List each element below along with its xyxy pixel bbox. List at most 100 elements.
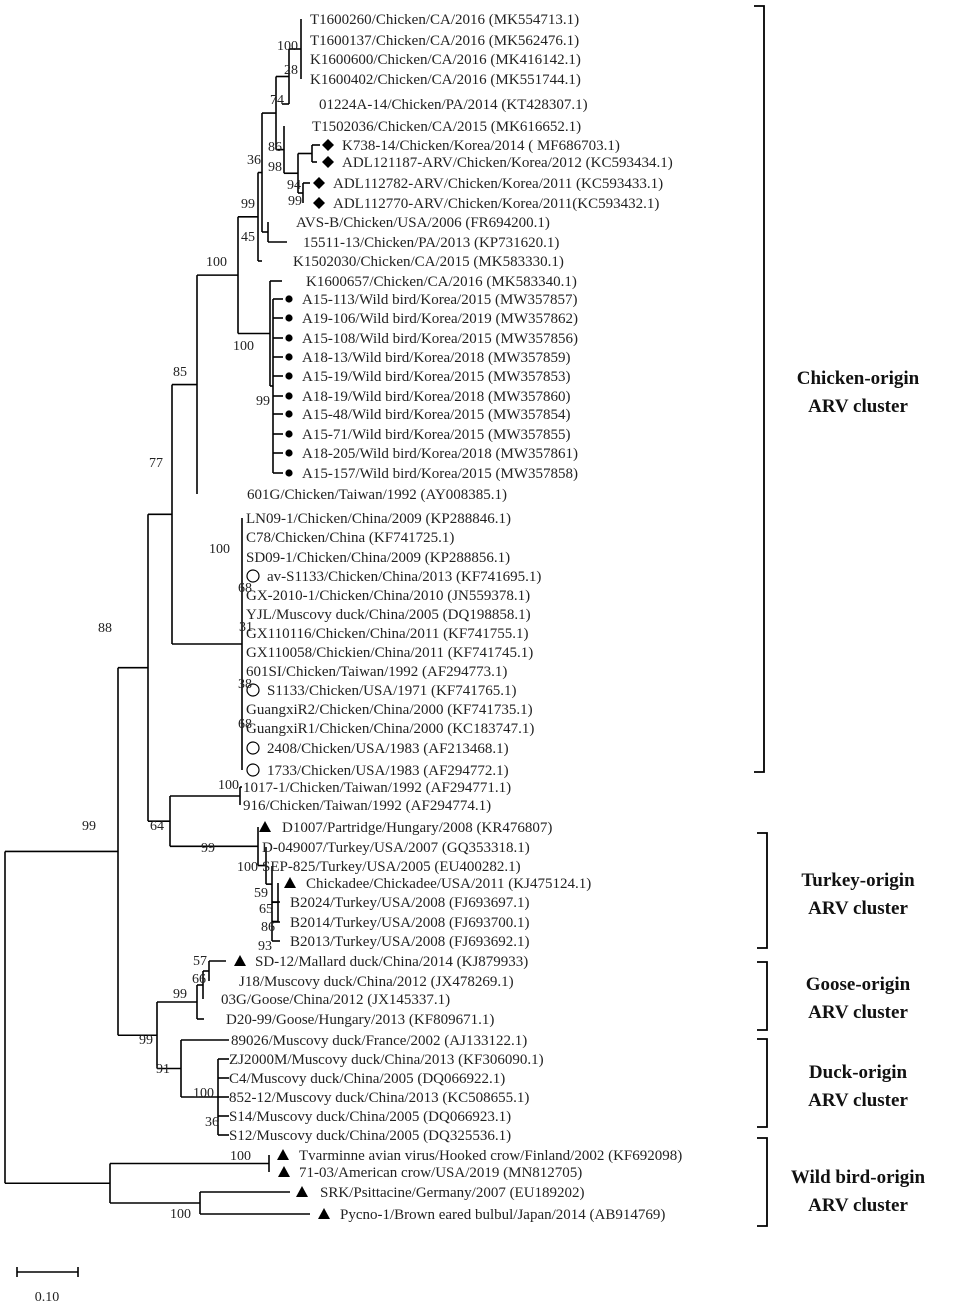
leaf-label: ADL121187-ARV/Chicken/Korea/2012 (KC5934… (342, 155, 673, 171)
cluster-bracket-duck (757, 1038, 768, 1128)
bootstrap-value: 66 (192, 972, 206, 987)
leaf-label: A15-19/Wild bird/Korea/2015 (MW357853) (302, 369, 571, 385)
filled-dot-marker-icon (285, 353, 293, 361)
leaf-label: AVS-B/Chicken/USA/2006 (FR694200.1) (296, 215, 550, 231)
leaf-label: Chickadee/Chickadee/USA/2011 (KJ475124.1… (306, 876, 591, 892)
bootstrap-value: 36 (205, 1115, 219, 1130)
scale-bar-label: 0.10 (35, 1290, 60, 1305)
filled-dot-marker-icon (285, 469, 293, 477)
scale-bar: 0.10 (16, 1267, 79, 1305)
leaf-label: S12/Muscovy duck/China/2005 (DQ325536.1) (229, 1128, 511, 1144)
open-circle-marker-icon (246, 763, 260, 777)
leaf-label: 601SI/Chicken/Taiwan/1992 (AF294773.1) (246, 664, 507, 680)
leaf-label: ADL112770-ARV/Chicken/Korea/2011(KC59343… (333, 196, 659, 212)
bootstrap-labels: 1002874869894993699451001009985771006831… (82, 39, 302, 1222)
triangle-marker-icon (278, 1166, 290, 1177)
filled-dot-marker-icon (285, 295, 293, 303)
leaf-label: 1733/Chicken/USA/1983 (AF294772.1) (267, 763, 509, 779)
triangle-marker-icon (277, 1149, 289, 1160)
leaf-label: SRK/Psittacine/Germany/2007 (EU189202) (320, 1185, 585, 1201)
leaf-labels: T1600260/Chicken/CA/2016 (MK554713.1) T16… (221, 12, 682, 1223)
leaf-label: 852-12/Muscovy duck/China/2013 (KC508655… (229, 1090, 529, 1106)
leaf-label: C4/Muscovy duck/China/2005 (DQ066922.1) (229, 1071, 505, 1087)
leaf-label: C78/Chicken/China (KF741725.1) (246, 530, 454, 546)
leaf-label: 15511-13/Chicken/PA/2013 (KP731620.1) (303, 235, 559, 251)
leaf-label: A15-157/Wild bird/Korea/2015 (MW357858) (302, 466, 578, 482)
leaf-label: LN09-1/Chicken/China/2009 (KP288846.1) (246, 511, 511, 527)
leaf-label: A18-19/Wild bird/Korea/2018 (MW357860) (302, 389, 571, 405)
leaf-label: 1017-1/Chicken/Taiwan/1992 (AF294771.1) (243, 780, 511, 796)
filled-dot-marker-icon (285, 392, 293, 400)
leaf-label: GuangxiR1/Chicken/China/2000 (KC183747.1… (246, 721, 534, 737)
bootstrap-value: 59 (254, 886, 268, 901)
leaf-label: T1600137/Chicken/CA/2016 (MK562476.1) (310, 33, 579, 49)
triangle-marker-icon (284, 877, 296, 888)
bootstrap-value: 57 (193, 954, 207, 969)
leaf-label: T1600260/Chicken/CA/2016 (MK554713.1) (310, 12, 579, 28)
diamond-marker-icon (322, 156, 334, 168)
open-circle-marker-icon (246, 569, 260, 583)
open-circle-marker-icon (246, 741, 260, 755)
bootstrap-value: 45 (241, 230, 255, 245)
filled-dot-marker-icon (285, 314, 293, 322)
cluster-bracket-goose (757, 961, 768, 1031)
leaf-label: B2013/Turkey/USA/2008 (FJ693692.1) (290, 934, 529, 950)
bootstrap-value: 99 (288, 194, 302, 209)
open-circle-marker-icon (246, 683, 260, 697)
bootstrap-value: 99 (173, 987, 187, 1002)
leaf-label: GX110116/Chicken/China/2011 (KF741755.1) (246, 626, 528, 642)
bootstrap-value: 100 (218, 778, 239, 793)
bootstrap-value: 31 (239, 620, 253, 635)
cluster-subtitle-goose: ARV cluster (808, 1002, 908, 1023)
leaf-label: B2014/Turkey/USA/2008 (FJ693700.1) (290, 915, 529, 931)
leaf-label: GX110058/Chickien/China/2011 (KF741745.1… (246, 645, 533, 661)
bootstrap-value: 38 (238, 677, 252, 692)
leaf-label: 03G/Goose/China/2012 (JX145337.1) (221, 992, 450, 1008)
cluster-bracket-turkey (757, 832, 768, 949)
leaf-label: SD09-1/Chicken/China/2009 (KP288856.1) (246, 550, 510, 566)
leaf-label: K1600600/Chicken/CA/2016 (MK416142.1) (310, 52, 581, 68)
leaf-label: Tvarminne avian virus/Hooked crow/Finlan… (299, 1148, 682, 1164)
leaf-label: SEP-825/Turkey/USA/2005 (EU400282.1) (262, 859, 521, 875)
bootstrap-value: 77 (149, 456, 163, 471)
leaf-label: 601G/Chicken/Taiwan/1992 (AY008385.1) (247, 487, 507, 503)
leaf-label: 916/Chicken/Taiwan/1992 (AF294774.1) (243, 798, 491, 814)
bootstrap-value: 100 (170, 1207, 191, 1222)
bootstrap-value: 65 (259, 902, 273, 917)
bootstrap-value: 100 (277, 39, 298, 54)
leaf-label: K1600402/Chicken/CA/2016 (MK551744.1) (310, 72, 581, 88)
triangle-marker-icon (259, 821, 271, 832)
tree-branches (4, 19, 320, 1215)
leaf-label: GX-2010-1/Chicken/China/2010 (JN559378.1… (246, 588, 530, 604)
bootstrap-value: 98 (268, 160, 282, 175)
bootstrap-value: 28 (284, 63, 298, 78)
bootstrap-value: 74 (270, 93, 284, 108)
leaf-label: A19-106/Wild bird/Korea/2019 (MW357862) (302, 311, 578, 327)
leaf-label: A15-48/Wild bird/Korea/2015 (MW357854) (302, 407, 571, 423)
bootstrap-value: 68 (238, 581, 252, 596)
leaf-label: J18/Muscovy duck/China/2012 (JX478269.1) (239, 974, 514, 990)
diamond-marker-icon (313, 197, 325, 209)
cluster-name-wildbird: Wild bird-origin (791, 1167, 926, 1188)
bootstrap-value: 93 (258, 939, 272, 954)
cluster-bracket-wildbird (757, 1137, 768, 1227)
cluster-bracket-chicken (754, 5, 765, 773)
leaf-label: A15-108/Wild bird/Korea/2015 (MW357856) (302, 331, 578, 347)
bootstrap-value: 99 (201, 841, 215, 856)
leaf-label: B2024/Turkey/USA/2008 (FJ693697.1) (290, 895, 529, 911)
leaf-label: ADL112782-ARV/Chicken/Korea/2011 (KC5934… (333, 176, 663, 192)
cluster-subtitle-wildbird: ARV cluster (808, 1195, 908, 1216)
filled-dot-marker-icon (285, 449, 293, 457)
leaf-label: 71-03/American crow/USA/2019 (MN812705) (299, 1165, 582, 1181)
bootstrap-value: 91 (156, 1062, 170, 1077)
diamond-marker-icon (322, 139, 334, 151)
bootstrap-value: 86 (268, 140, 282, 155)
cluster-name-turkey: Turkey-origin (801, 870, 915, 891)
cluster-subtitle-chicken: ARV cluster (808, 396, 908, 417)
bootstrap-value: 100 (230, 1149, 251, 1164)
cluster-subtitle-turkey: ARV cluster (808, 898, 908, 919)
cluster-subtitle-duck: ARV cluster (808, 1090, 908, 1111)
triangle-marker-icon (234, 955, 246, 966)
leaf-label: 2408/Chicken/USA/1983 (AF213468.1) (267, 741, 509, 757)
